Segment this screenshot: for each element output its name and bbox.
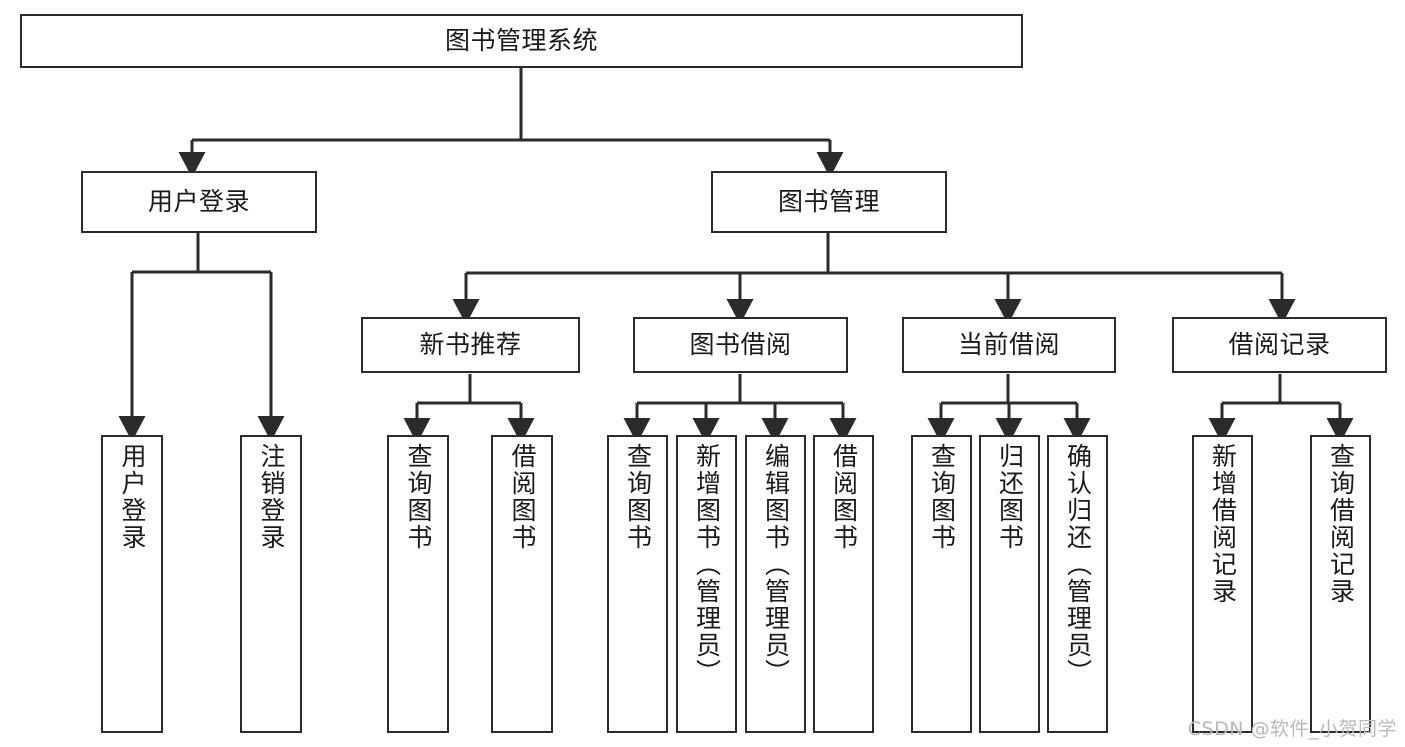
- node-leaf-confirm-return[interactable]: 确认归还（管理员）: [1047, 435, 1108, 733]
- node-leaf-query-book-3-label: 查询图书: [927, 443, 957, 551]
- node-leaf-borrow-book-1[interactable]: 借阅图书: [491, 435, 553, 733]
- node-leaf-borrow-book-2[interactable]: 借阅图书: [813, 435, 874, 733]
- node-leaf-user-login-label: 用户登录: [118, 443, 147, 551]
- node-new-book-rec-label: 新书推荐: [419, 330, 522, 360]
- node-borrow-record-label: 借阅记录: [1228, 330, 1331, 360]
- node-leaf-add-record[interactable]: 新增借阅记录: [1192, 435, 1253, 733]
- node-leaf-query-record[interactable]: 查询借阅记录: [1310, 435, 1371, 733]
- node-user-login[interactable]: 用户登录: [81, 171, 317, 233]
- node-leaf-logout-label: 注销登录: [257, 443, 286, 551]
- node-leaf-add-record-label: 新增借阅记录: [1208, 443, 1238, 605]
- node-leaf-edit-book[interactable]: 编辑图书（管理员）: [745, 435, 806, 733]
- node-leaf-add-book[interactable]: 新增图书（管理员）: [676, 435, 737, 733]
- node-leaf-return-book-label: 归还图书: [995, 443, 1025, 551]
- node-leaf-query-book-1[interactable]: 查询图书: [387, 435, 449, 733]
- node-root[interactable]: 图书管理系统: [20, 14, 1023, 68]
- node-new-book-rec[interactable]: 新书推荐: [361, 317, 580, 373]
- node-current-borrow-label: 当前借阅: [957, 330, 1060, 360]
- node-leaf-query-book-2[interactable]: 查询图书: [607, 435, 668, 733]
- node-book-manage-label: 图书管理: [777, 187, 880, 217]
- node-leaf-edit-book-label: 编辑图书（管理员）: [761, 443, 791, 686]
- node-leaf-query-book-2-label: 查询图书: [623, 443, 653, 551]
- node-leaf-logout[interactable]: 注销登录: [240, 435, 302, 733]
- node-borrow-record[interactable]: 借阅记录: [1172, 317, 1387, 373]
- node-root-label: 图书管理系统: [444, 26, 598, 56]
- node-current-borrow[interactable]: 当前借阅: [902, 317, 1116, 373]
- node-leaf-query-book-3[interactable]: 查询图书: [911, 435, 972, 733]
- node-book-manage[interactable]: 图书管理: [711, 171, 947, 233]
- node-leaf-return-book[interactable]: 归还图书: [979, 435, 1040, 733]
- node-leaf-confirm-return-label: 确认归还（管理员）: [1063, 443, 1093, 686]
- node-leaf-user-login[interactable]: 用户登录: [101, 435, 163, 733]
- node-user-login-label: 用户登录: [147, 187, 250, 217]
- node-book-borrow-label: 图书借阅: [689, 330, 792, 360]
- node-leaf-add-book-label: 新增图书（管理员）: [692, 443, 722, 686]
- watermark-text: CSDN @软件_小贺同学: [1187, 718, 1397, 740]
- node-book-borrow[interactable]: 图书借阅: [633, 317, 848, 373]
- node-leaf-query-record-label: 查询借阅记录: [1326, 443, 1356, 605]
- node-leaf-borrow-book-2-label: 借阅图书: [829, 443, 859, 551]
- node-leaf-query-book-1-label: 查询图书: [404, 443, 433, 551]
- node-leaf-borrow-book-1-label: 借阅图书: [508, 443, 537, 551]
